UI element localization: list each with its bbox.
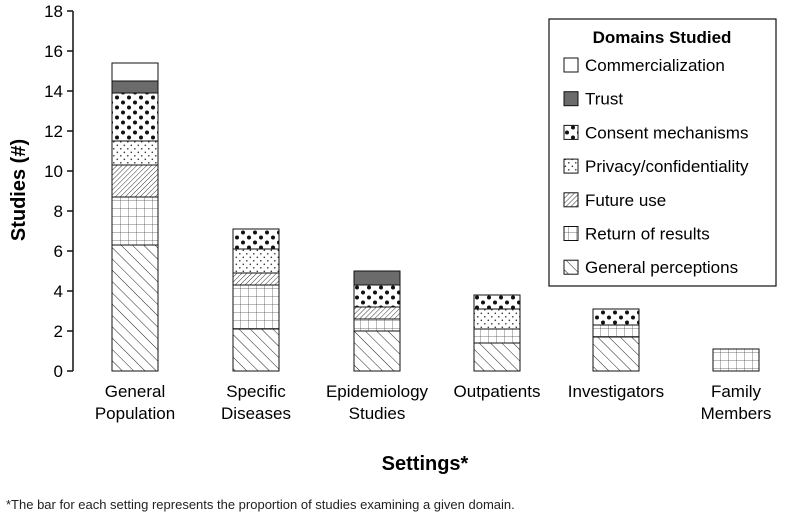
- legend-swatch: [563, 226, 579, 241]
- legend-title: Domains Studied: [593, 28, 732, 47]
- bar-segment: [712, 348, 760, 372]
- bars: [111, 62, 760, 372]
- y-tick-label: 12: [44, 122, 63, 141]
- y-tick-label: 8: [54, 202, 63, 221]
- bar-segment: [111, 140, 159, 166]
- legend-swatch: [563, 57, 579, 73]
- bar-segment: [473, 308, 521, 330]
- legend-label: Commercialization: [585, 56, 725, 75]
- legend-swatch: [563, 192, 579, 208]
- bar-segment: [111, 164, 159, 198]
- y-tick-label: 2: [54, 322, 63, 341]
- y-tick-label: 0: [54, 362, 63, 381]
- legend-label: Trust: [585, 90, 623, 109]
- bar-segment: [232, 272, 280, 286]
- y-tick-label: 6: [54, 242, 63, 261]
- bar-segment: [232, 248, 280, 274]
- bar-segment: [592, 324, 640, 338]
- bar-segment: [232, 284, 280, 330]
- bar-segment: [473, 294, 521, 310]
- bar-segment: [353, 270, 401, 286]
- bar-segment: [473, 342, 521, 372]
- legend-label: General perceptions: [585, 258, 738, 277]
- x-tick-label: Investigators: [568, 382, 664, 401]
- bar-segment: [592, 336, 640, 372]
- legend-label: Future use: [585, 191, 666, 210]
- bar-segment: [353, 306, 401, 320]
- bar-segment: [232, 228, 280, 250]
- bar-segment: [111, 244, 159, 372]
- bar-segment: [353, 318, 401, 332]
- y-axis-title: Studies (#): [8, 139, 30, 241]
- y-tick-label: 16: [44, 42, 63, 61]
- bar-segment: [111, 62, 159, 82]
- y-tick-label: 18: [44, 2, 63, 21]
- legend-swatch: [563, 158, 579, 174]
- legend-label: Return of results: [585, 225, 710, 244]
- x-tick-label: Outpatients: [454, 382, 541, 401]
- bar-segment: [111, 196, 159, 246]
- bar-segment: [353, 330, 401, 372]
- legend-swatch: [563, 259, 579, 275]
- footnote: *The bar for each setting represents the…: [6, 497, 515, 512]
- legend: Domains StudiedCommercializationTrustCon…: [548, 18, 777, 287]
- x-axis-title: Settings*: [382, 453, 469, 475]
- y-tick-label: 4: [54, 282, 63, 301]
- bar-segment: [111, 80, 159, 94]
- legend-label: Consent mechanisms: [585, 123, 748, 142]
- y-tick-label: 10: [44, 162, 63, 181]
- y-tick-label: 14: [44, 82, 63, 101]
- bar-segment: [473, 328, 521, 344]
- legend-box: [548, 18, 777, 287]
- legend-swatch: [563, 124, 579, 140]
- bar-segment: [232, 328, 280, 372]
- legend-label: Privacy/confidentiality: [585, 157, 749, 176]
- bar-segment: [592, 308, 640, 326]
- bar-segment: [353, 284, 401, 308]
- legend-swatch: [563, 91, 579, 107]
- bar-segment: [111, 92, 159, 142]
- y-axis: 0 2 4 6 8 10 12 14 16 18: [44, 2, 74, 381]
